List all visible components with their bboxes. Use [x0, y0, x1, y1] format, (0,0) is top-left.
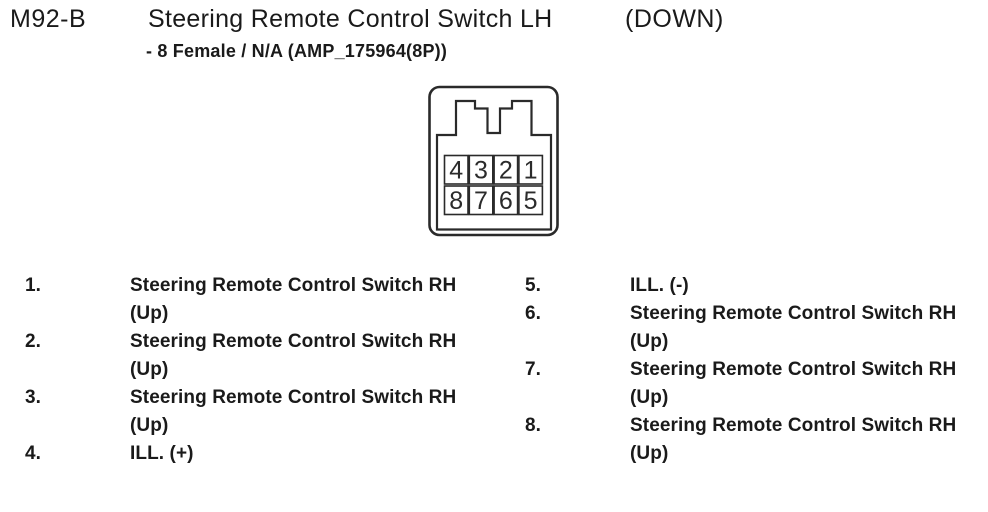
pin-grid-number: 4	[449, 157, 463, 185]
pin-cell-1	[518, 154, 544, 185]
pin-description-line: Steering Remote Control Switch RH	[130, 387, 457, 408]
pin-grid-number: 2	[499, 157, 513, 185]
pin-cell-2	[493, 154, 519, 185]
pin-number: 8.	[525, 415, 541, 436]
pin-number: 1.	[25, 275, 41, 296]
pin-grid-number: 1	[524, 157, 538, 185]
pin-description: Steering Remote Control Switch RH (Up)	[130, 328, 505, 384]
direction-label: (DOWN)	[625, 5, 724, 33]
pin-number: 6.	[525, 303, 541, 324]
connector-subtitle: - 8 Female / N/A (AMP_175964(8P))	[146, 41, 448, 61]
pin-grid-number: 6	[499, 187, 513, 215]
pin-description: Steering Remote Control Switch RH (Up)	[130, 272, 505, 328]
pin-cell-8	[443, 185, 469, 216]
pin-grid-number: 8	[449, 187, 463, 215]
pin-description: Steering Remote Control Switch RH (Up)	[630, 412, 987, 468]
pin-cell-4	[443, 154, 469, 185]
pin-number: 4.	[25, 443, 41, 464]
pin-description: Steering Remote Control Switch RH (Up)	[630, 300, 987, 356]
pin-grid: 4 3 2 1 8 7 6 5	[443, 154, 544, 216]
pin-cell-7	[468, 185, 494, 216]
pin-number: 5.	[525, 275, 541, 296]
pin-description-line: (Up)	[630, 387, 669, 408]
pin-description: Steering Remote Control Switch RH (Up)	[130, 384, 505, 440]
pin-description-line: Steering Remote Control Switch RH	[630, 359, 957, 380]
pin-row: 8. Steering Remote Control Switch RH (Up)	[525, 412, 987, 468]
page-title: Steering Remote Control Switch LH	[148, 5, 553, 33]
pin-description: ILL. (+)	[130, 440, 505, 468]
pin-grid-number: 7	[474, 187, 488, 215]
pin-description-line: Steering Remote Control Switch RH	[630, 303, 957, 324]
pin-row: 2. Steering Remote Control Switch RH (Up)	[25, 328, 505, 384]
pin-description-line: Steering Remote Control Switch RH	[630, 415, 957, 436]
connector-code: M92-B	[10, 5, 87, 33]
pin-number: 3.	[25, 387, 41, 408]
pin-description-line: ILL. (+)	[130, 443, 194, 464]
pin-description-line: (Up)	[630, 443, 669, 464]
pin-list-right: 5. ILL. (-) 6. Steering Remote Control S…	[525, 272, 987, 468]
pin-description-line: Steering Remote Control Switch RH	[130, 275, 457, 296]
pin-description: ILL. (-)	[630, 272, 987, 300]
pin-description: Steering Remote Control Switch RH (Up)	[630, 356, 987, 412]
pin-row: 4. ILL. (+)	[25, 440, 505, 468]
pin-row: 7. Steering Remote Control Switch RH (Up)	[525, 356, 987, 412]
pin-number: 7.	[525, 359, 541, 380]
pin-row: 1. Steering Remote Control Switch RH (Up)	[25, 272, 505, 328]
pin-description-line: (Up)	[130, 359, 169, 380]
pin-description-line: ILL. (-)	[630, 275, 689, 296]
pin-grid-number: 3	[474, 157, 488, 185]
pin-number: 2.	[25, 331, 41, 352]
pin-description-line: (Up)	[130, 303, 169, 324]
pin-row: 6. Steering Remote Control Switch RH (Up)	[525, 300, 987, 356]
pin-description-line: Steering Remote Control Switch RH	[130, 331, 457, 352]
pin-cell-5	[518, 185, 544, 216]
pin-grid-number: 5	[524, 187, 538, 215]
pin-row: 3. Steering Remote Control Switch RH (Up)	[25, 384, 505, 440]
pin-list-left: 1. Steering Remote Control Switch RH (Up)…	[25, 272, 505, 468]
pin-cell-3	[468, 154, 494, 185]
connector-diagram: 4 3 2 1 8 7 6 5	[428, 85, 559, 237]
pin-description-line: (Up)	[130, 415, 169, 436]
pin-cell-6	[493, 185, 519, 216]
pin-row: 5. ILL. (-)	[525, 272, 987, 300]
pin-description-line: (Up)	[630, 331, 669, 352]
